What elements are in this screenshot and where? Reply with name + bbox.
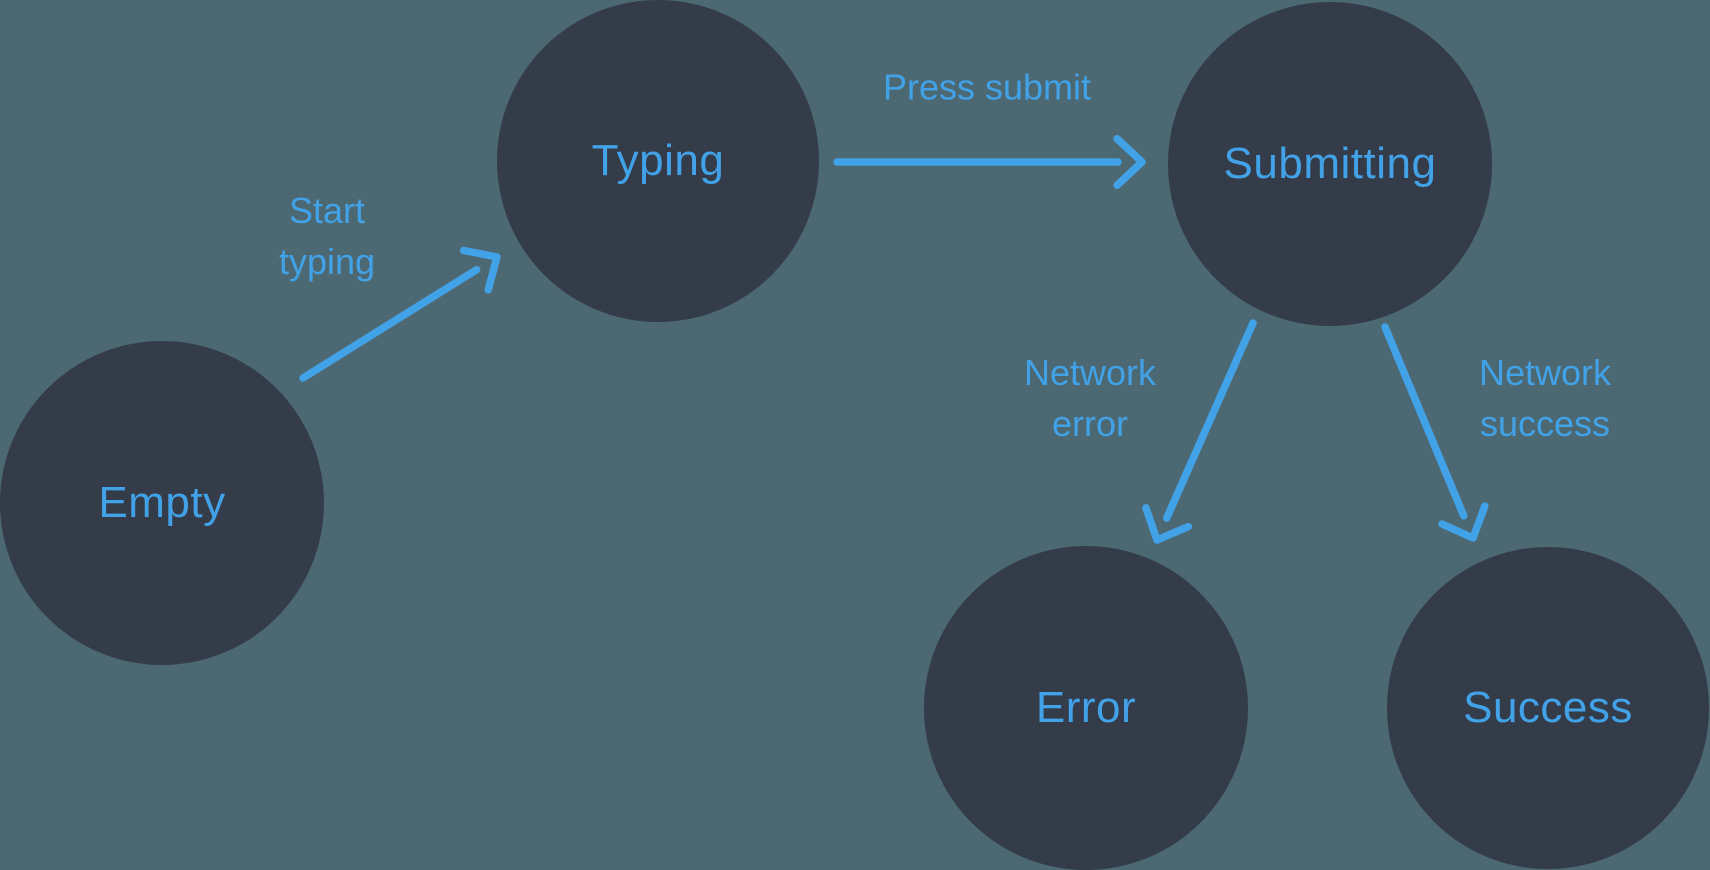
transition-label-network-error: Network error — [1024, 347, 1156, 449]
state-node-submitting: Submitting — [1168, 2, 1492, 326]
transition-label-press-submit: Press submit — [883, 62, 1091, 113]
transition-arrow-network-success — [1381, 323, 1489, 542]
transition-label-line: Network — [1478, 352, 1612, 393]
transition-label-line: error — [1051, 403, 1128, 444]
transition-label-line: Network — [1023, 352, 1157, 393]
transition-label-line: success — [1479, 403, 1611, 444]
state-node-label-success: Success — [1463, 683, 1633, 732]
state-node-error: Error — [924, 546, 1248, 870]
transition-label-line: Start — [288, 190, 366, 231]
state-node-label-error: Error — [1035, 683, 1137, 732]
state-node-empty: Empty — [0, 341, 324, 665]
transition-label-network-success: Network success — [1479, 347, 1611, 449]
transition-label-start-typing: Start typing — [279, 185, 375, 287]
state-node-label-empty: Empty — [98, 478, 226, 527]
transition-label-line: typing — [278, 241, 376, 282]
state-node-typing: Typing — [497, 0, 819, 322]
transition-arrow-start-typing — [299, 246, 501, 382]
transition-label-line: Press submit — [882, 66, 1092, 108]
transition-arrow-network-error — [1142, 319, 1257, 544]
state-node-label-submitting: Submitting — [1223, 139, 1437, 188]
state-node-label-typing: Typing — [591, 136, 725, 185]
transition-arrow-press-submit — [833, 135, 1146, 189]
state-node-success: Success — [1387, 547, 1709, 869]
